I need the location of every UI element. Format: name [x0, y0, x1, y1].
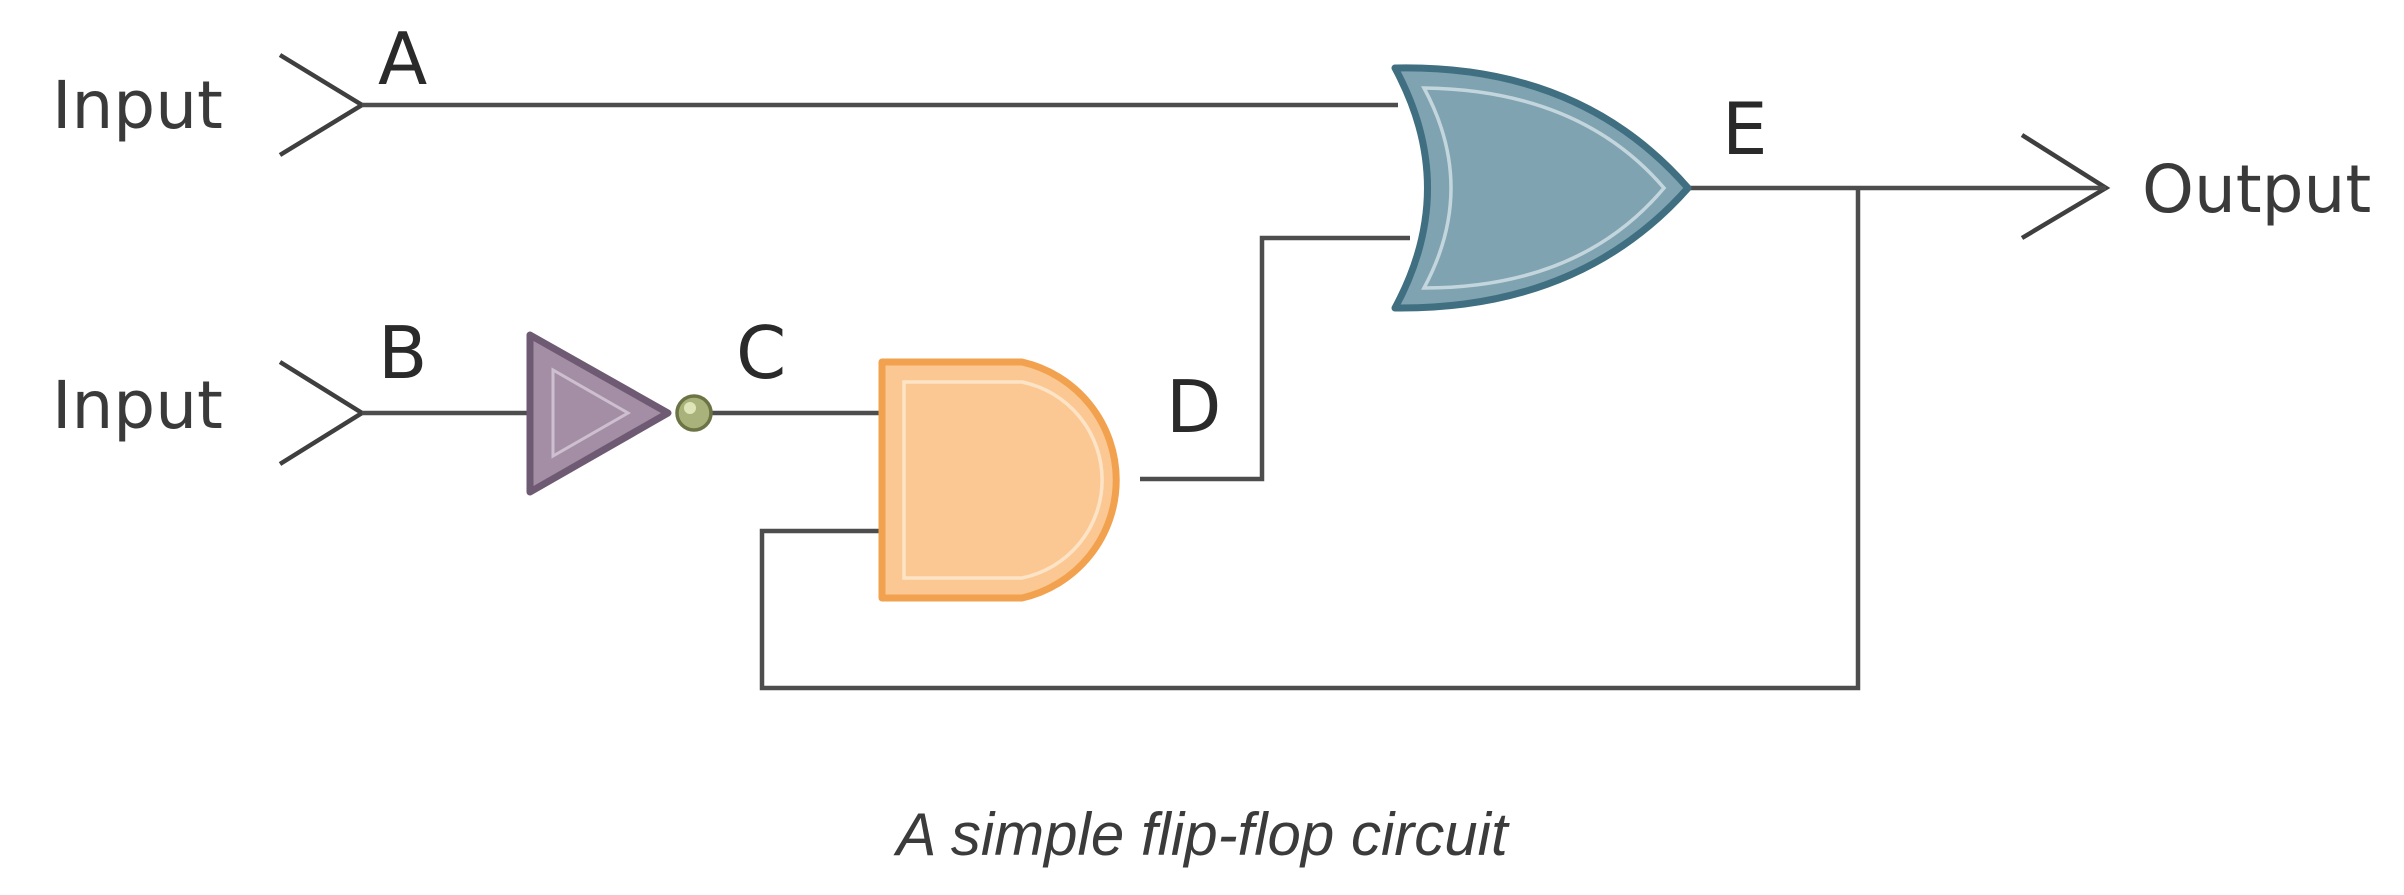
not-gate	[526, 331, 713, 496]
output-label: Output	[2142, 151, 2371, 228]
or-gate	[1391, 64, 1692, 312]
node-b-label: B	[378, 311, 427, 395]
node-e-label: E	[1722, 87, 1768, 171]
input-b-label: Input	[52, 367, 223, 444]
diagram-caption: A simple flip-flop circuit	[893, 801, 1510, 868]
node-a-label: A	[378, 17, 427, 101]
wire-d-to-or	[1140, 235, 1410, 482]
node-c-label: C	[736, 311, 786, 395]
wire-feedback-loop	[759, 188, 1861, 691]
input-a-arrow-icon	[278, 53, 367, 157]
and-gate	[878, 358, 1120, 602]
node-d-label: D	[1166, 365, 1221, 449]
input-a-label: Input	[52, 67, 223, 144]
inversion-bubble-icon	[675, 394, 713, 432]
input-b-arrow-icon	[278, 360, 367, 466]
